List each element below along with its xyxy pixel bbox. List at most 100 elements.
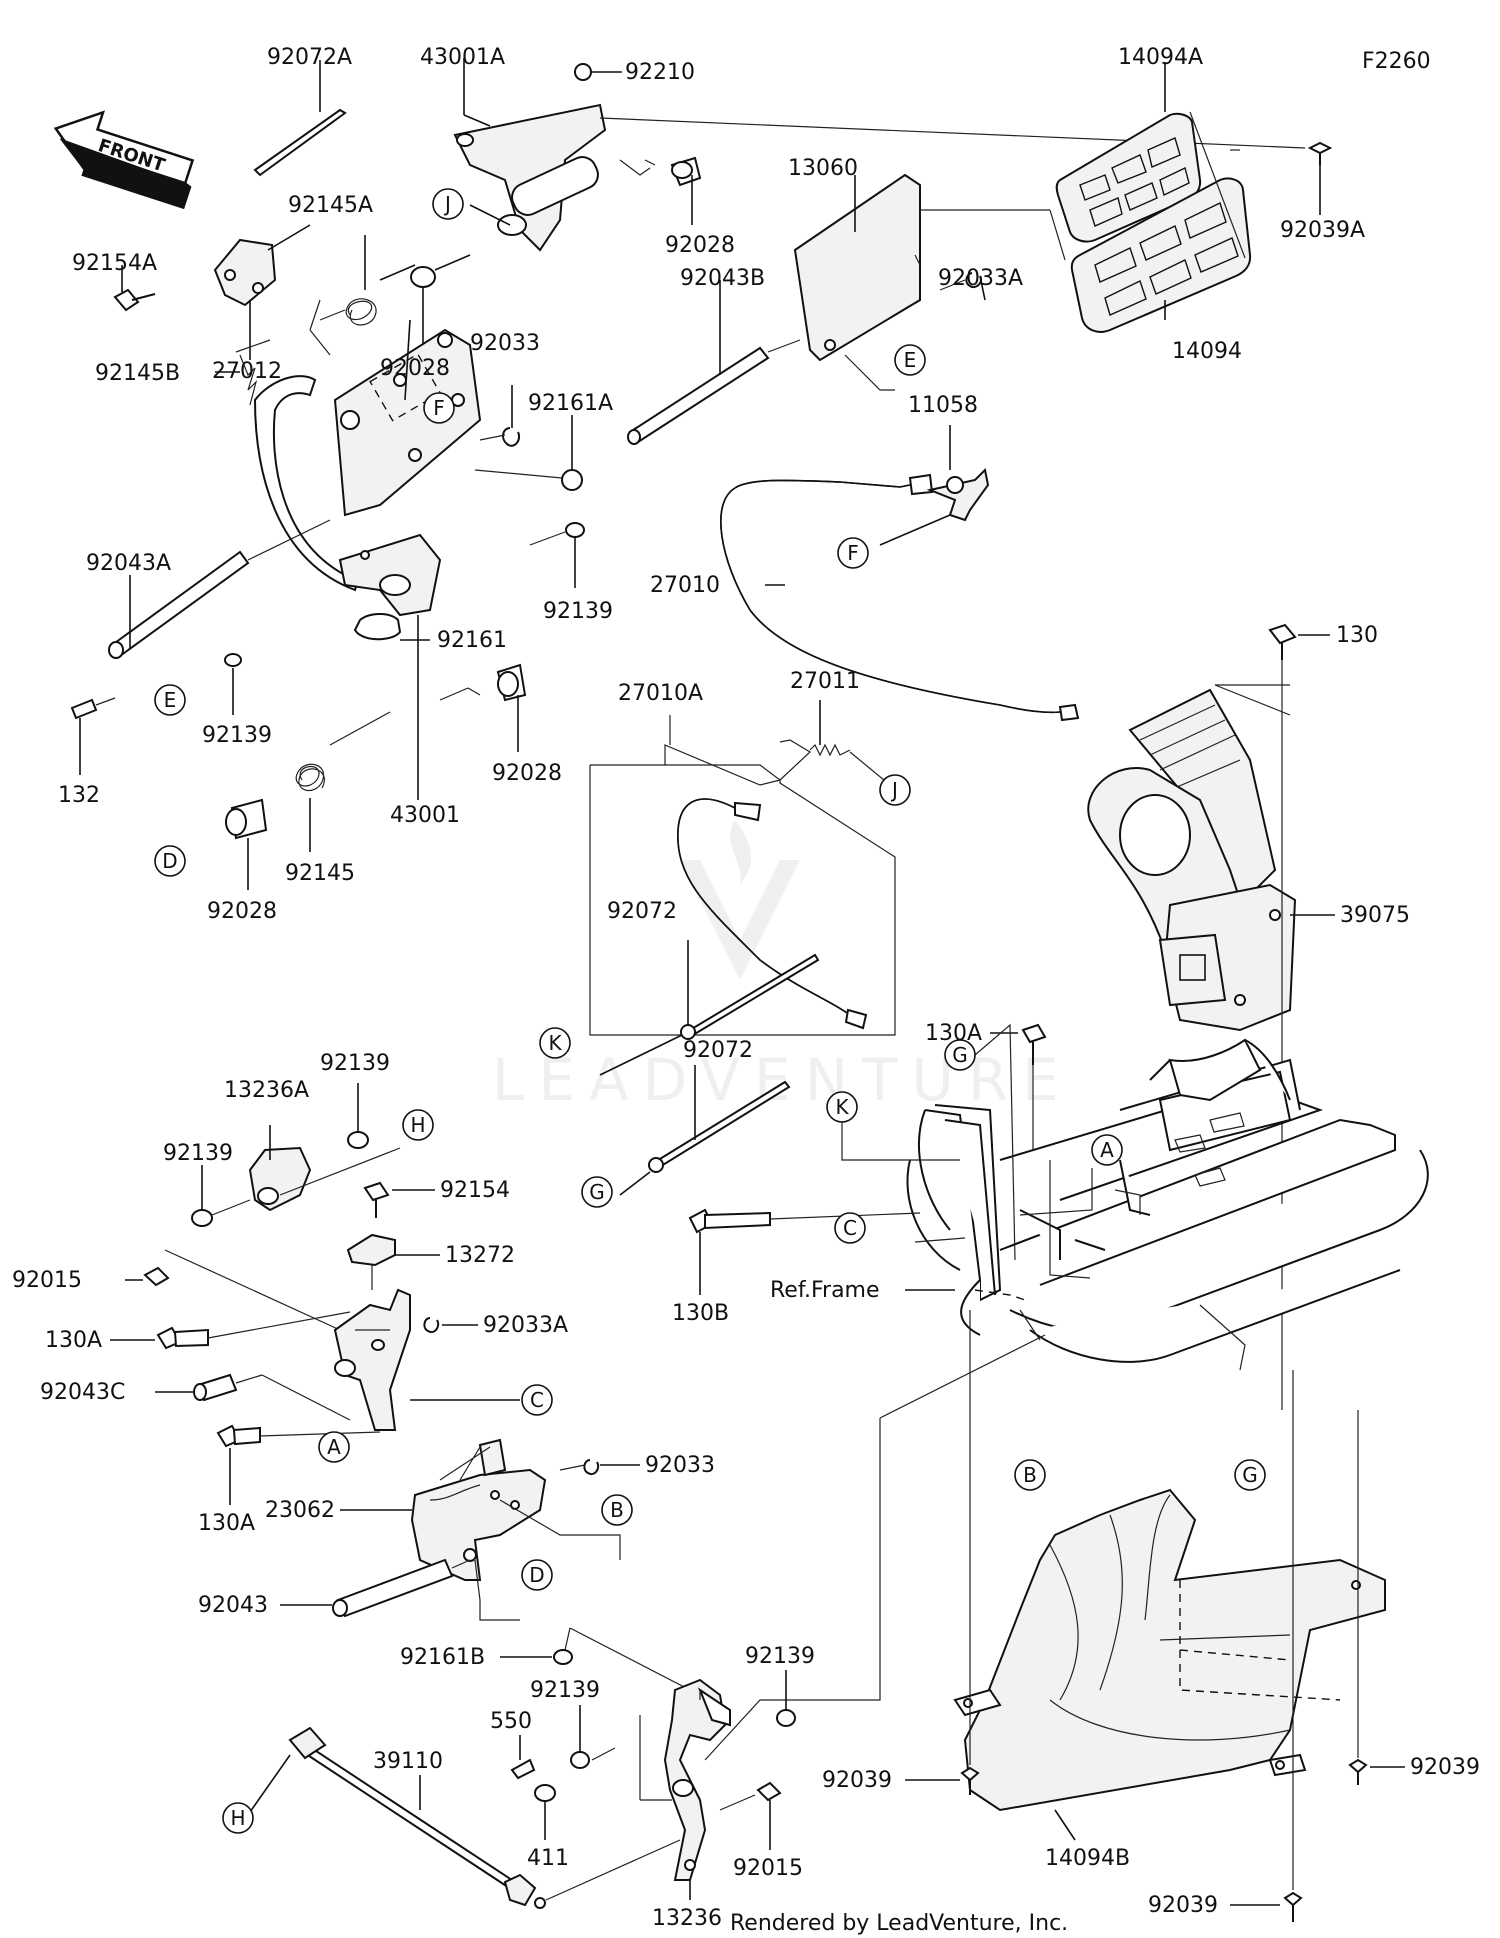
callout-K-frame: K (826, 1091, 858, 1123)
accelerator-pedal-39075 (1087, 688, 1297, 1032)
label-130A-top: 130A (925, 1021, 982, 1046)
label-92028-top-left: 92028 (380, 356, 450, 381)
label-39075: 39075 (1340, 903, 1410, 928)
svg-text:D: D (529, 1563, 544, 1587)
front-arrow-icon: FRONT (53, 110, 195, 210)
label-92145B: 92145B (95, 361, 180, 386)
callout-G-wire: G (581, 1176, 613, 1208)
label-92043C: 92043C (40, 1380, 125, 1405)
svg-text:F: F (847, 541, 859, 565)
label-92072A: 92072A (267, 45, 352, 70)
callout-J-cable: J (879, 774, 911, 806)
label-92015-left: 92015 (12, 1268, 82, 1293)
label-23062: 23062 (265, 1498, 335, 1523)
label-13236A: 13236A (224, 1078, 309, 1103)
label-130A-mid: 130A (45, 1328, 102, 1353)
label-92161B: 92161B (400, 1645, 485, 1670)
callout-C-frame: C (834, 1212, 866, 1244)
label-27010: 27010 (650, 573, 720, 598)
label-13236: 13236 (652, 1906, 722, 1931)
label-92072-lower: 92072 (683, 1038, 753, 1063)
callout-G-frame-right: G (1234, 1459, 1266, 1491)
label-130B: 130B (672, 1301, 729, 1326)
callout-K-box: K (539, 1027, 571, 1059)
label-92210: 92210 (625, 60, 695, 85)
label-92015-lower: 92015 (733, 1856, 803, 1881)
svg-text:G: G (589, 1180, 605, 1204)
watermark-logo (680, 820, 800, 980)
label-92039A: 92039A (1280, 218, 1365, 243)
label-43001: 43001 (390, 803, 460, 828)
callout-B-bracket: B (601, 1494, 633, 1526)
svg-text:E: E (164, 688, 177, 712)
label-ref-frame: Ref.Frame (770, 1278, 880, 1303)
label-92139-upper: 92139 (543, 599, 613, 624)
label-92154A: 92154A (72, 251, 157, 276)
svg-text:F: F (433, 396, 445, 420)
svg-text:G: G (952, 1043, 968, 1067)
label-92154: 92154 (440, 1178, 510, 1203)
callout-D-left: D (154, 845, 186, 877)
label-92139-13236: 92139 (745, 1644, 815, 1669)
mat-14094 (1070, 177, 1252, 333)
label-27011: 27011 (790, 669, 860, 694)
callout-C-bracket: C (521, 1384, 553, 1416)
label-92033-top: 92033 (470, 331, 540, 356)
label-92145A: 92145A (288, 193, 373, 218)
label-92039-left: 92039 (822, 1768, 892, 1793)
svg-text:J: J (443, 192, 451, 216)
mat-14094A (1055, 112, 1202, 243)
callout-F-plate: F (423, 392, 455, 424)
diagram-code: F2260 (1362, 49, 1431, 74)
label-92033A-top: 92033A (938, 266, 1023, 291)
svg-text:B: B (1023, 1463, 1037, 1487)
svg-text:B: B (610, 1498, 624, 1522)
label-43001A: 43001A (420, 45, 505, 70)
label-92033-mid: 92033 (645, 1453, 715, 1478)
label-92145: 92145 (285, 861, 355, 886)
label-14094B: 14094B (1045, 1846, 1130, 1871)
label-92139-13236A: 92139 (320, 1051, 390, 1076)
callout-E-left: E (154, 684, 186, 716)
callout-H-rod: H (222, 1802, 254, 1834)
callout-H-knob: H (402, 1109, 434, 1141)
svg-text:A: A (327, 1435, 341, 1459)
label-92033A-mid: 92033A (483, 1313, 568, 1338)
callout-J-top: J (432, 188, 464, 220)
label-92139-lower-left: 92139 (202, 723, 272, 748)
label-92161A: 92161A (528, 391, 613, 416)
callout-A-frame: A (1091, 1134, 1123, 1166)
label-411: 411 (527, 1846, 569, 1871)
label-130: 130 (1336, 623, 1378, 648)
watermark: LEADVENTURE (492, 1046, 1073, 1114)
svg-text:J: J (890, 778, 898, 802)
callout-G-frame: G (944, 1039, 976, 1071)
label-550: 550 (490, 1709, 532, 1734)
callout-B-frame: B (1014, 1459, 1046, 1491)
footer-credit: Rendered by LeadVenture, Inc. (730, 1911, 1068, 1936)
label-92043B: 92043B (680, 266, 765, 291)
svg-text:G: G (1242, 1463, 1258, 1487)
reference-frame (906, 1038, 1429, 1363)
callout-E-cover: E (894, 344, 926, 376)
label-92028-top-right: 92028 (665, 233, 735, 258)
label-92161: 92161 (437, 628, 507, 653)
svg-text:K: K (548, 1031, 562, 1055)
svg-text:K: K (835, 1095, 849, 1119)
callout-F-bracket: F (837, 537, 869, 569)
label-27010A: 27010A (618, 681, 703, 706)
label-39110: 39110 (373, 1749, 443, 1774)
skid-plate-14094B (953, 1488, 1386, 1812)
label-13272: 13272 (445, 1243, 515, 1268)
label-92043: 92043 (198, 1593, 268, 1618)
label-132: 132 (58, 783, 100, 808)
callout-D-bracket: D (521, 1559, 553, 1591)
svg-text:C: C (843, 1216, 857, 1240)
svg-text:E: E (904, 348, 917, 372)
svg-text:C: C (530, 1388, 544, 1412)
label-27012: 27012 (212, 359, 282, 384)
label-92072-box: 92072 (607, 899, 677, 924)
label-92139-lower: 92139 (530, 1678, 600, 1703)
label-130A-low: 130A (198, 1511, 255, 1536)
